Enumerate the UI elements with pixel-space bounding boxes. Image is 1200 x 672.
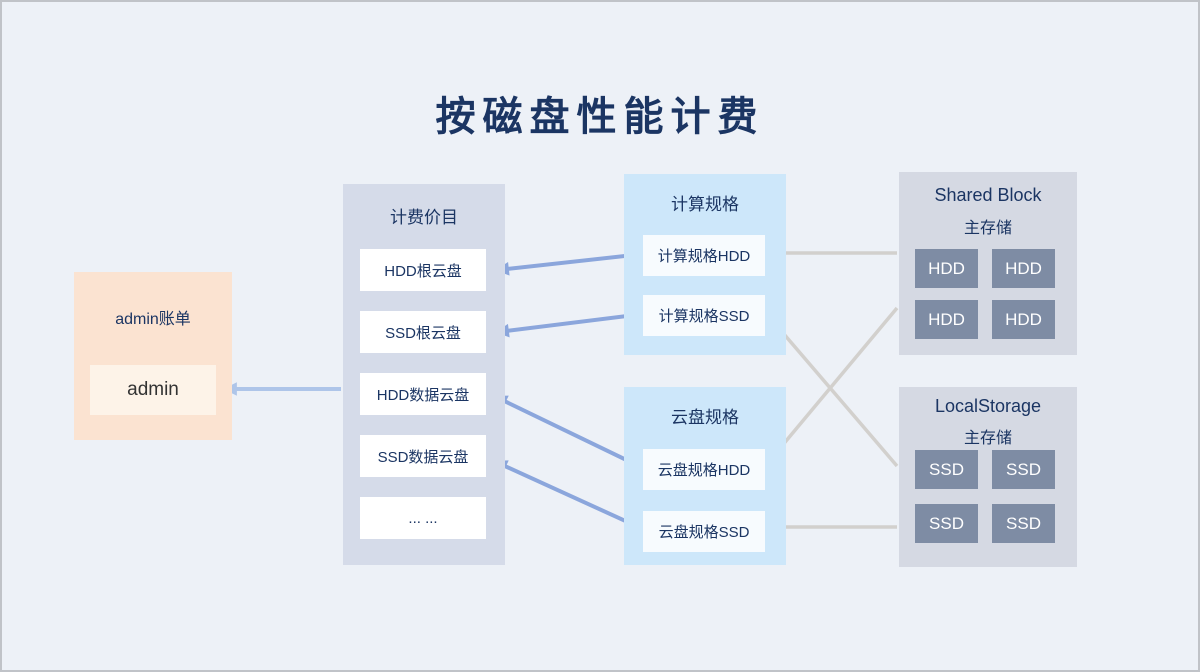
local-storage-title: LocalStorage	[934, 396, 1042, 416]
page-title: 按磁盘性能计费	[435, 95, 765, 139]
ssd-chip: SSD	[915, 450, 978, 489]
shared-block-chips: HDD HDD HDD HDD	[915, 249, 1055, 339]
price-item-ssd-root-disk: SSD根云盘	[360, 311, 486, 353]
ssd-chip: SSD	[915, 504, 978, 543]
disk-spec-hdd: 云盘规格HDD	[643, 449, 765, 490]
arrow-compute-ssd-to-ssd-root-disk	[495, 312, 644, 338]
disk-spec-ssd: 云盘规格SSD	[643, 511, 765, 552]
shared-block-box: Shared Block 主存储 HDD HDD HDD HDD	[899, 172, 1077, 355]
price-item-ssd-data-disk: SSD数据云盘	[360, 435, 486, 477]
admin-bill-title: admin账单	[115, 311, 191, 328]
arrow-local-storage-to-compute-ssd	[769, 317, 899, 468]
price-list-box: 计费价目 HDD根云盘 SSD根云盘 HDD数据云盘 SSD数据云盘 ... .…	[343, 184, 505, 565]
local-storage-subtitle: 主存储	[963, 430, 1012, 447]
compute-spec-box: 计算规格 计算规格HDD 计算规格SSD	[624, 174, 786, 355]
admin-bill-box: admin账单 admin	[74, 272, 232, 440]
price-list-title: 计费价目	[390, 208, 458, 227]
admin-bill-item: admin	[90, 365, 216, 415]
arrow-shared-block-to-disk-hdd	[769, 306, 899, 461]
arrow-disk-ssd-to-ssd-data-disk	[493, 460, 644, 531]
arrow-disk-hdd-to-hdd-data-disk	[493, 395, 644, 470]
arrow-compute-hdd-to-hdd-root-disk	[495, 252, 644, 276]
compute-spec-hdd: 计算规格HDD	[643, 235, 765, 276]
shared-block-title: Shared Block	[934, 185, 1042, 205]
compute-spec-items: 计算规格HDD 计算规格SSD	[643, 235, 765, 336]
disk-spec-box: 云盘规格 云盘规格HDD 云盘规格SSD	[624, 387, 786, 565]
local-storage-box: LocalStorage 主存储 SSD SSD SSD SSD	[899, 387, 1077, 567]
shared-block-subtitle: 主存储	[963, 220, 1012, 237]
price-item-hdd-root-disk: HDD根云盘	[360, 249, 486, 291]
local-storage-chips: SSD SSD SSD SSD	[915, 450, 1055, 543]
price-item-ellipsis: ... ...	[360, 497, 486, 539]
price-list-items: HDD根云盘 SSD根云盘 HDD数据云盘 SSD数据云盘 ... ...	[360, 249, 486, 539]
hdd-chip: HDD	[915, 300, 978, 339]
ssd-chip: SSD	[992, 450, 1055, 489]
ssd-chip: SSD	[992, 504, 1055, 543]
disk-spec-items: 云盘规格HDD 云盘规格SSD	[643, 449, 765, 552]
price-item-hdd-data-disk: HDD数据云盘	[360, 373, 486, 415]
compute-spec-ssd: 计算规格SSD	[643, 295, 765, 336]
disk-spec-title: 云盘规格	[671, 408, 739, 427]
hdd-chip: HDD	[992, 300, 1055, 339]
hdd-chip: HDD	[915, 249, 978, 288]
compute-spec-title: 计算规格	[671, 195, 739, 214]
hdd-chip: HDD	[992, 249, 1055, 288]
